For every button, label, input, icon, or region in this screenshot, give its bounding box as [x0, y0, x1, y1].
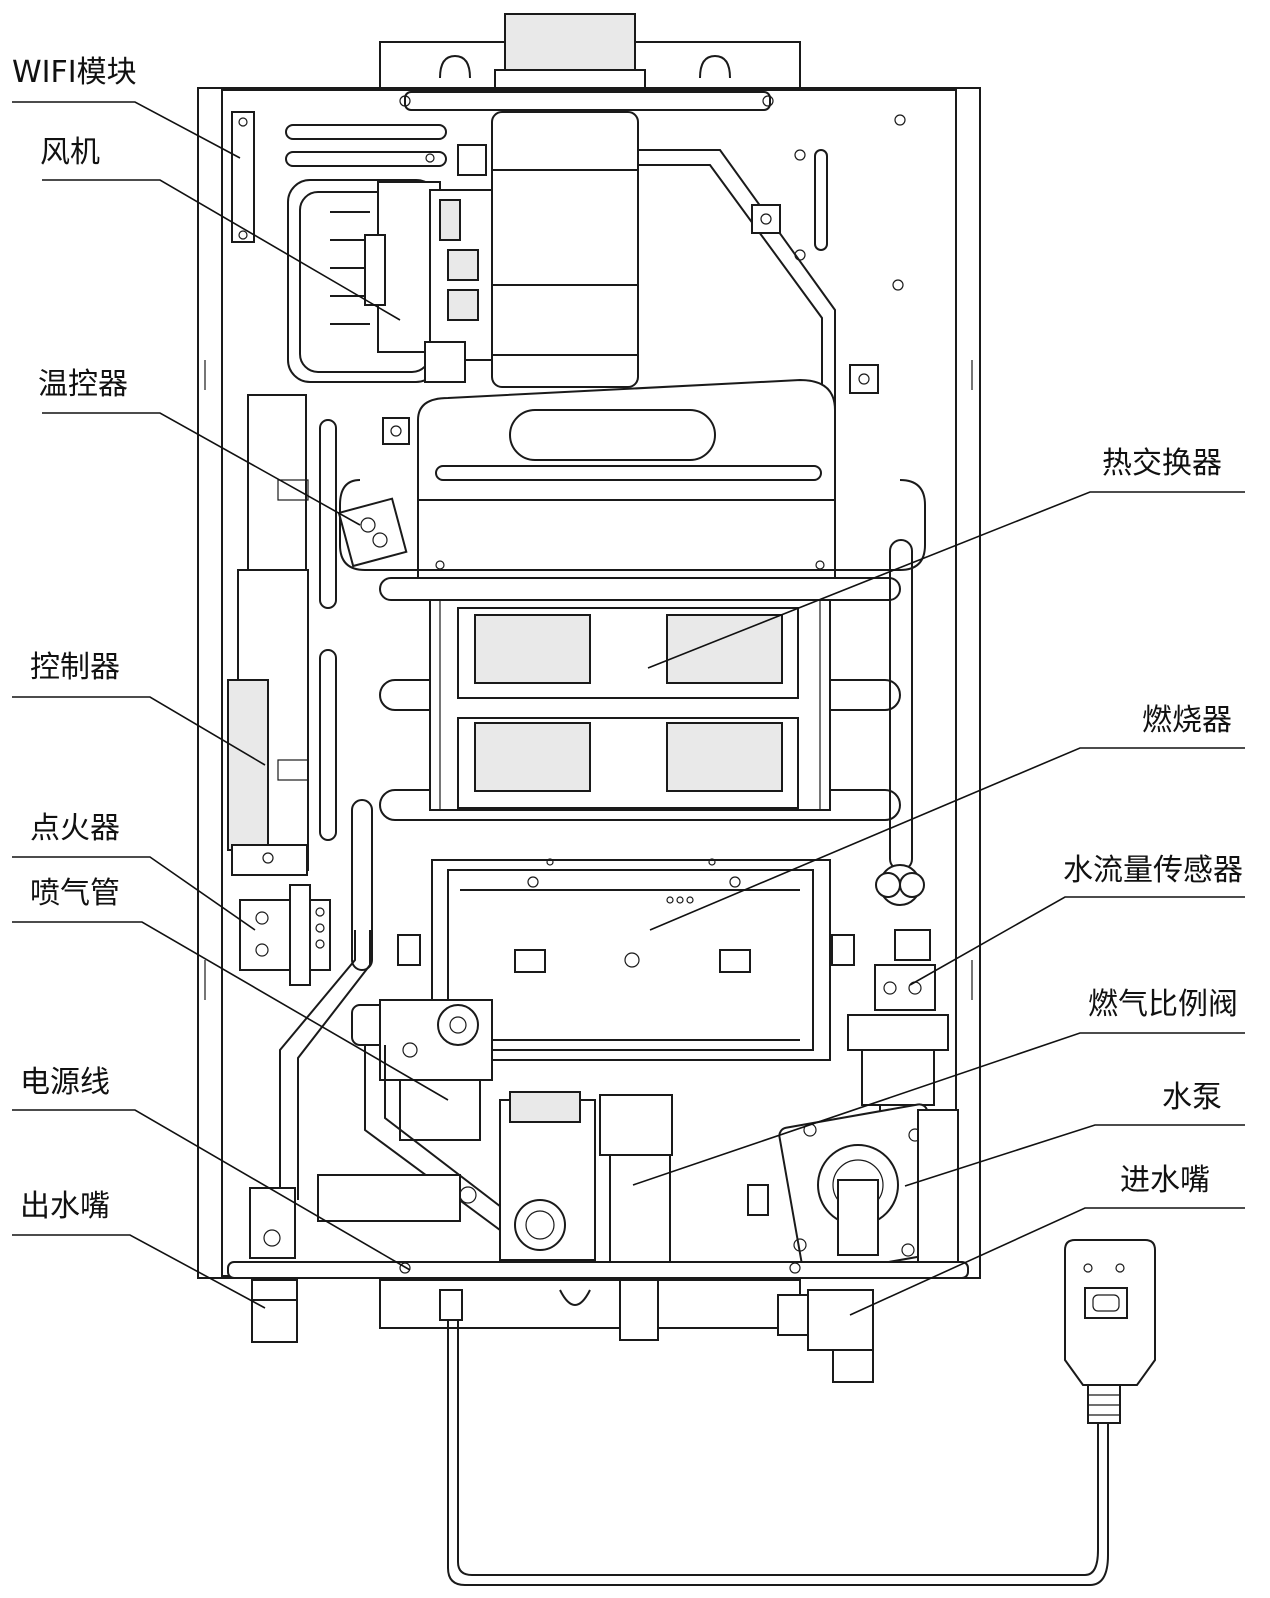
label-nozzle: 喷气管	[30, 876, 120, 911]
leader-igniter	[12, 856, 256, 931]
leader-nozzle	[12, 921, 449, 1101]
leader-power	[12, 1109, 411, 1271]
label-thermostat: 温控器	[38, 367, 128, 402]
label-gas-valve: 燃气比例阀	[1088, 987, 1238, 1022]
label-flow-sensor: 水流量传感器	[1063, 853, 1243, 888]
label-pump: 水泵	[1162, 1080, 1222, 1115]
label-fan: 风机	[40, 135, 100, 170]
label-controller: 控制器	[30, 650, 120, 685]
leader-burner	[649, 747, 1245, 931]
label-power-cord: 电源线	[20, 1065, 110, 1100]
leader-inlet	[849, 1207, 1245, 1316]
label-water-outlet: 出水嘴	[20, 1189, 110, 1224]
label-wifi-module: WIFI模块	[12, 55, 137, 90]
leader-controller	[12, 696, 266, 766]
label-water-inlet: 进水嘴	[1120, 1163, 1210, 1198]
leader-thermostat	[42, 412, 361, 526]
leader-pump	[904, 1124, 1245, 1187]
leader-lines	[12, 101, 1245, 1316]
leader-wifi	[12, 101, 241, 159]
leader-heat-exchanger	[647, 491, 1245, 669]
label-burner: 燃烧器	[1142, 703, 1232, 738]
leader-fan	[42, 179, 401, 321]
leader-gas-valve	[632, 1032, 1245, 1186]
labels: WIFI模块 风机 温控器 控制器 点火器 喷气管 电源线 出水嘴 热交换器 燃…	[12, 55, 1243, 1224]
leader-outlet	[12, 1234, 266, 1309]
heater-body	[197, 13, 1156, 1586]
label-heat-exchanger: 热交换器	[1102, 446, 1222, 481]
leader-flow-sensor	[909, 896, 1245, 986]
label-igniter: 点火器	[30, 811, 120, 846]
